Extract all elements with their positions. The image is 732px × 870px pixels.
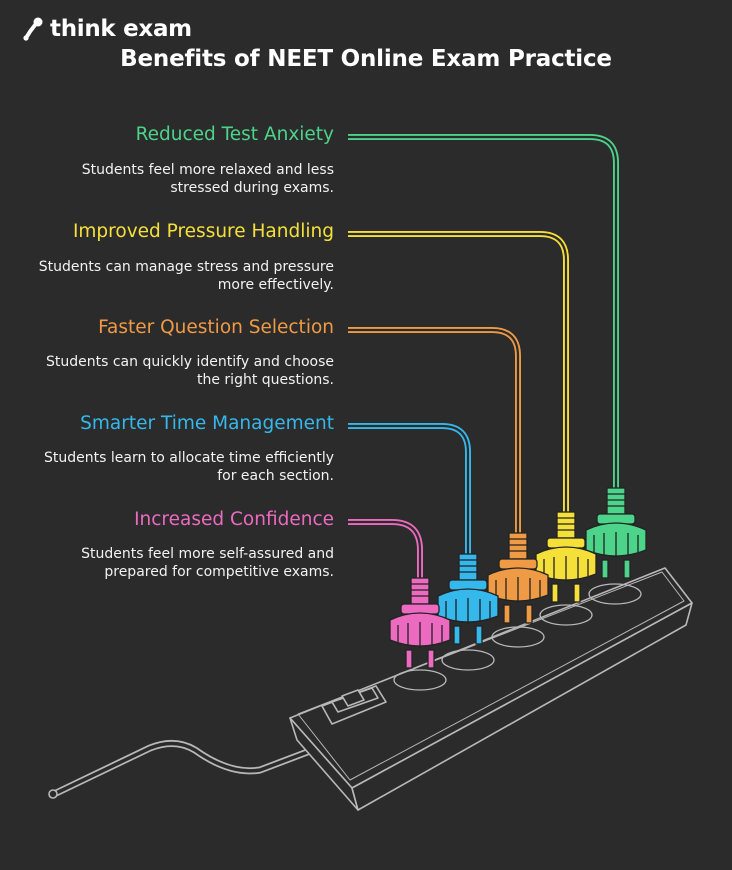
wire-yellow (348, 231, 569, 515)
power-switch-icon (321, 685, 387, 725)
wire-green (348, 134, 619, 490)
item-desc-increased-confidence: Students feel more self-assured and prep… (81, 546, 334, 580)
socket-outlets (393, 583, 642, 691)
item-desc-faster-question-selection: Students can quickly identify and choose… (46, 354, 334, 388)
item-title-reduced-test-anxiety: Reduced Test Anxiety (135, 124, 334, 145)
item-title-improved-pressure-handling: Improved Pressure Handling (72, 221, 334, 242)
brand-logo: think exam (22, 14, 192, 44)
item-desc-reduced-test-anxiety: Students feel more relaxed and less stre… (81, 162, 334, 196)
brand-mark-icon (23, 17, 43, 41)
item-title-faster-question-selection: Faster Question Selection (98, 317, 334, 338)
item-title-smarter-time-management: Smarter Time Management (80, 413, 334, 434)
plug-orange-icon (487, 532, 549, 624)
item-title-increased-confidence: Increased Confidence (134, 509, 334, 530)
plug-blue-icon (437, 553, 499, 645)
item-desc-smarter-time-management: Students learn to allocate time efficien… (44, 450, 334, 484)
page-title: Benefits of NEET Online Exam Practice (120, 46, 612, 72)
wire-pink (348, 519, 423, 580)
item-desc-improved-pressure-handling: Students can manage stress and pressure … (38, 259, 334, 293)
plug-yellow-icon (535, 511, 597, 603)
power-strip (289, 567, 693, 811)
plug-green-icon (585, 487, 647, 579)
wire-blue (348, 423, 471, 556)
wire-orange (348, 327, 521, 536)
brand-name: think exam (50, 16, 192, 42)
plug-pink-icon (389, 577, 451, 669)
power-cable (48, 740, 322, 799)
